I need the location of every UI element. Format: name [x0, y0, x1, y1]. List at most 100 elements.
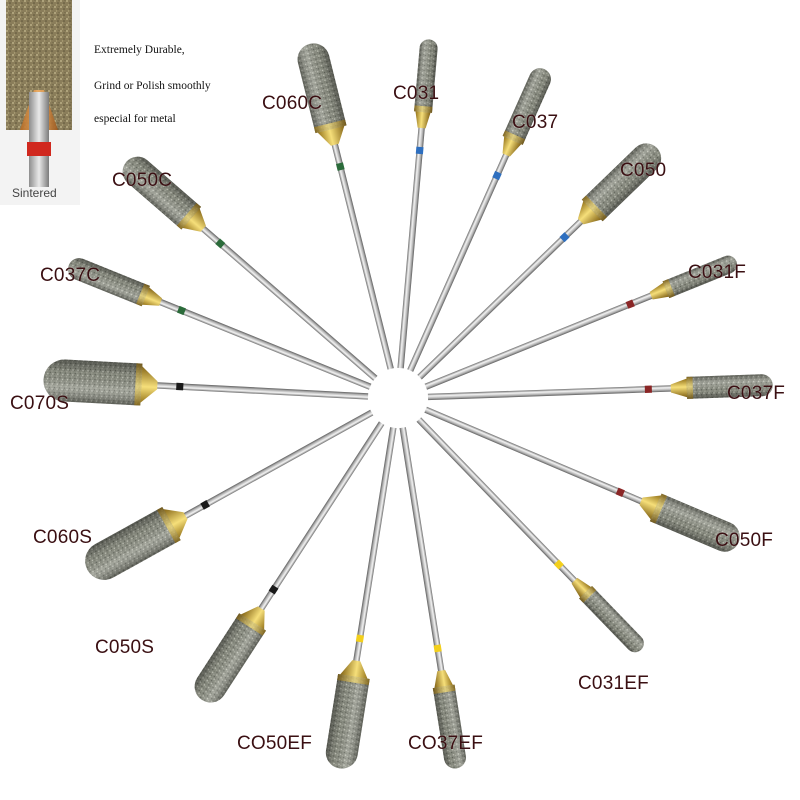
- bur-co50ef: [325, 427, 397, 769]
- bur-c031f: [424, 255, 738, 390]
- bur-label-c050f: C050F: [715, 530, 774, 551]
- bur-c070s: [43, 359, 369, 406]
- sintered-inset: Sintered: [0, 0, 80, 205]
- bur-head-rim: [235, 613, 267, 636]
- bur-head-shading: [502, 68, 551, 145]
- bur-c060c: [297, 43, 394, 370]
- bur-color-band: [433, 644, 442, 653]
- bur-shaft: [328, 130, 394, 370]
- bur-color-band: [335, 162, 345, 171]
- bur-head-shading: [122, 156, 202, 230]
- bur-shaft: [399, 427, 447, 685]
- bur-color-band: [615, 487, 625, 498]
- bur-label-c037c: C037C: [40, 265, 101, 286]
- bur-head-shading: [43, 359, 143, 406]
- bur-head-shading: [325, 674, 370, 769]
- bur-color-band: [200, 500, 210, 510]
- bur-label-c050c: C050C: [112, 170, 173, 191]
- bur-head-shading: [194, 613, 267, 703]
- bur-shaft: [171, 409, 374, 526]
- bur-gold-collar: [571, 577, 593, 600]
- bur-co37ef: [399, 427, 466, 769]
- bur-head-shading: [581, 143, 662, 222]
- bur-head-rim: [176, 202, 202, 230]
- bur-head-rim: [662, 279, 675, 299]
- bur-color-band: [625, 299, 635, 309]
- bur-gold-collar: [434, 669, 454, 690]
- inset-caption: Sintered: [12, 186, 57, 200]
- bur-head-shading: [432, 684, 466, 769]
- bur-head-shading: [68, 258, 150, 307]
- bur-head-shading: [662, 255, 738, 299]
- bur-gold-collar: [140, 286, 163, 306]
- bur-label-c031: C031: [393, 83, 440, 104]
- bur-color-band: [415, 146, 424, 155]
- bur-gold-collar: [238, 606, 265, 632]
- bur-gold-collar: [138, 364, 158, 405]
- bur-label-c050: C050: [620, 160, 667, 181]
- bur-shaft: [143, 381, 369, 400]
- bur-label-c060c: C060C: [262, 93, 323, 114]
- feature-line-metal: especial for metal: [94, 113, 176, 125]
- bur-c050s: [194, 421, 385, 703]
- bur-shaft: [424, 406, 656, 510]
- bur-head-shading: [579, 585, 644, 653]
- bur-head-rim: [134, 363, 143, 406]
- feature-line-grind: Grind or Polish smoothly: [94, 80, 211, 92]
- feature-line-durable: Extremely Durable,: [94, 44, 185, 56]
- bur-c031ef: [416, 417, 644, 653]
- bur-head-rim: [337, 674, 370, 685]
- bur-shaft: [146, 293, 372, 390]
- bur-label-c070s: C070S: [10, 393, 70, 414]
- bur-label-c050s: C050S: [95, 637, 155, 658]
- bur-head-rim: [581, 195, 607, 222]
- bur-shaft: [416, 417, 587, 594]
- bur-shaft: [407, 140, 515, 372]
- bur-head-rim: [157, 506, 181, 544]
- bur-gold-collar: [415, 109, 432, 129]
- bur-color-band: [553, 559, 564, 570]
- bur-head-rim: [414, 105, 433, 113]
- bur-head-rim: [686, 376, 694, 399]
- bur-color-band: [355, 634, 365, 643]
- bur-color-band: [268, 584, 279, 595]
- bur-label-c060s: C060S: [33, 527, 93, 548]
- bur-head-shading: [414, 39, 438, 113]
- bur-label-c037f: C037F: [727, 383, 786, 404]
- bur-head-rim: [579, 585, 597, 603]
- bur-c060s: [85, 409, 374, 580]
- bur-gold-collar: [180, 206, 206, 232]
- bur-head-shading: [686, 374, 773, 399]
- bur-color-band: [644, 385, 652, 393]
- bur-label-c031ef: C031EF: [578, 673, 649, 694]
- bur-color-band: [176, 305, 187, 316]
- bur-head-rim: [314, 119, 347, 134]
- bur-shaft: [190, 217, 378, 381]
- bur-head-rim: [502, 130, 526, 145]
- bur-gold-collar: [577, 198, 604, 225]
- bur-shaft: [417, 209, 594, 380]
- bur-label-co37ef: CO37EF: [408, 733, 484, 754]
- bur-color-band: [492, 170, 502, 181]
- red-band-marker: [27, 142, 51, 156]
- bur-gold-collar: [670, 377, 690, 398]
- sintered-bur-closeup-image: [6, 0, 72, 187]
- bur-head-shading: [85, 506, 181, 580]
- bur-c037f: [427, 374, 773, 401]
- bur-gold-collar: [502, 134, 523, 157]
- bur-color-band: [559, 232, 570, 243]
- bur-shaft: [351, 427, 397, 676]
- bur-color-band: [176, 382, 184, 391]
- bur-label-c037: C037: [512, 112, 559, 133]
- bur-c031: [397, 39, 438, 369]
- bur-head-shading: [297, 43, 347, 134]
- bur-label-co50ef: CO50EF: [237, 733, 313, 754]
- bur-c050: [417, 143, 662, 380]
- bur-head-rim: [649, 493, 668, 524]
- bur-head-rim: [136, 283, 150, 307]
- bur-head-rim: [432, 684, 456, 695]
- bur-shaft: [397, 113, 427, 369]
- bur-shaft: [250, 421, 385, 622]
- bur-c037: [407, 68, 551, 372]
